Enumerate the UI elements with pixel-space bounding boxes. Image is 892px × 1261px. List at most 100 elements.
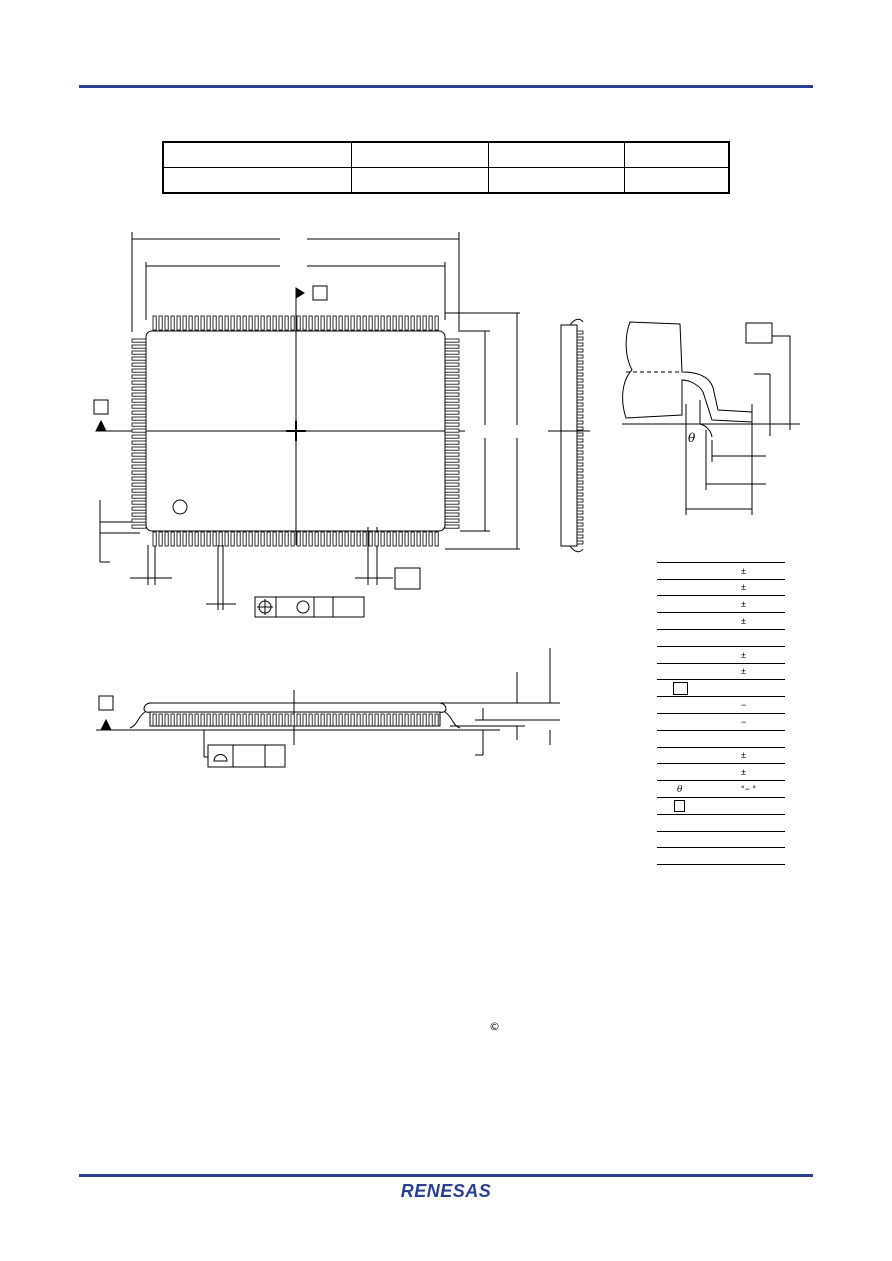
pin-bottom [200, 531, 205, 547]
front-view-pin [386, 713, 391, 727]
pin-bottom [224, 531, 229, 547]
side-view-lead [569, 318, 584, 326]
front-view-pin [248, 713, 253, 727]
front-view-pin [284, 713, 289, 727]
front-view-pin [206, 713, 211, 727]
pin-top [236, 315, 241, 331]
drawing-lines [93, 232, 800, 768]
front-view-pin [356, 713, 361, 727]
dimension-value: ± [715, 747, 785, 765]
pin-top [386, 315, 391, 331]
pin-top [170, 315, 175, 331]
pin-right [444, 356, 460, 361]
value-label: − [741, 716, 747, 727]
side-view-pin [576, 456, 584, 461]
pin-left [131, 512, 147, 517]
pin-right [444, 476, 460, 481]
pin-right [444, 422, 460, 427]
pin-top [344, 315, 349, 331]
pin-top [338, 315, 343, 331]
pin-bottom [428, 531, 433, 547]
dimension-symbol [657, 797, 715, 815]
pin-top [296, 315, 301, 331]
pin-left [131, 470, 147, 475]
pin-right [444, 458, 460, 463]
pin-left [131, 368, 147, 373]
pin-top [380, 315, 385, 331]
theta-label: θ [688, 431, 696, 445]
dimension-value: ± [715, 595, 785, 614]
side-view-pin [576, 360, 584, 365]
pin-top [182, 315, 187, 331]
front-view-pin [392, 713, 397, 727]
pin-bottom [170, 531, 175, 547]
pin-top [218, 315, 223, 331]
front-view-pin [434, 713, 439, 727]
front-view-pin [218, 713, 223, 727]
dimension-value: ± [715, 763, 785, 782]
dimension-symbol [657, 562, 715, 580]
datum-box [93, 399, 109, 415]
front-view-pin [344, 713, 349, 727]
datum-arrow [295, 287, 305, 299]
pin-bottom [212, 531, 217, 547]
pin-right [444, 428, 460, 433]
pin-right [444, 494, 460, 499]
box-symbol-icon [673, 681, 688, 695]
dimension-symbol [657, 646, 715, 664]
pin-bottom [368, 531, 373, 547]
front-view-pin [332, 713, 337, 727]
side-view-pin [576, 414, 584, 419]
side-view-pin [576, 408, 584, 413]
front-view-pin [236, 713, 241, 727]
pin-bottom [254, 531, 259, 547]
pin-right [444, 392, 460, 397]
pin-bottom [320, 531, 325, 547]
value-label: ± [741, 767, 746, 778]
pin-left [131, 500, 147, 505]
top-rule [79, 85, 813, 88]
value-label: ± [741, 649, 746, 660]
pin-right [444, 416, 460, 421]
side-view-pin [576, 384, 584, 389]
dimension-table: ±±±±±±−−±±θ°− ° [657, 546, 785, 866]
pin-left [131, 404, 147, 409]
pin-top [254, 315, 259, 331]
pin-bottom [206, 531, 211, 547]
pin-top [260, 315, 265, 331]
pin-bottom [332, 531, 337, 547]
tolerance-frame [254, 596, 365, 618]
pin-bottom [194, 531, 199, 547]
dimension-value [715, 847, 785, 866]
pin-bottom [260, 531, 265, 547]
front-view-pin [404, 713, 409, 727]
pin-right [444, 374, 460, 379]
pin-top [350, 315, 355, 331]
pin-left [131, 506, 147, 511]
front-view-pin [416, 713, 421, 727]
datum-arrow [100, 718, 112, 731]
dimension-value [715, 730, 785, 748]
pin-top [434, 315, 439, 331]
side-view-pin [576, 432, 584, 437]
front-view-pin [194, 713, 199, 727]
pin-left [131, 344, 147, 349]
pin-right [444, 386, 460, 391]
pin-left [131, 494, 147, 499]
pin-top [224, 315, 229, 331]
pin-bottom [380, 531, 385, 547]
front-view-pin [410, 713, 415, 727]
pin-left [131, 422, 147, 427]
front-view-pin [176, 713, 181, 727]
front-view-lead-end [129, 711, 146, 729]
dimension-value: ± [715, 612, 785, 630]
pin-bottom [278, 531, 283, 547]
pin-right [444, 446, 460, 451]
pin-top [152, 315, 157, 331]
pin-left [131, 440, 147, 445]
pin-top [278, 315, 283, 331]
side-view-pin [576, 378, 584, 383]
pin-top [194, 315, 199, 331]
pin-left [131, 476, 147, 481]
